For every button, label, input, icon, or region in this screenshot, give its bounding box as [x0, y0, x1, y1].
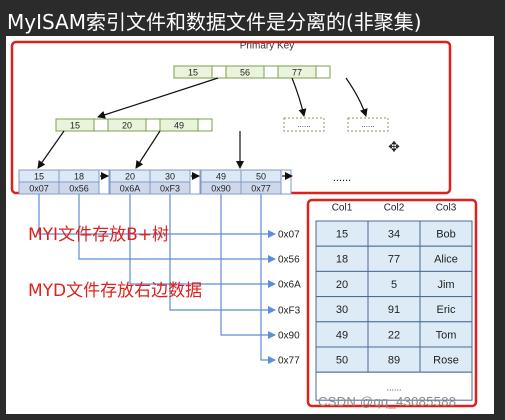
root-to-child3-arrow: [345, 77, 368, 117]
table-cell-value: 77: [388, 254, 400, 266]
placeholder-label: ......: [361, 120, 374, 129]
leaf-address-label: 0x6A: [120, 183, 141, 193]
table-header: Col1: [332, 203, 353, 214]
row-address-label: 0x6A: [278, 280, 301, 291]
table-cell-value: 89: [388, 355, 400, 367]
table-cell-value: 50: [336, 355, 348, 367]
leaf-address-label: 0x56: [69, 183, 89, 193]
leaf-key-label: 15: [34, 171, 44, 181]
table-ellipsis: ......: [386, 382, 401, 392]
row-address-label: 0x90: [278, 331, 300, 342]
myi-note: MYI文件存放B+树: [28, 225, 169, 245]
row-address-label: 0x77: [278, 356, 300, 367]
table-cell: [367, 296, 421, 323]
cursor-icon: ✥: [388, 139, 400, 155]
table-header: Col3: [436, 203, 457, 214]
table-cell-value: Rose: [433, 355, 459, 367]
table-cell-value: Eric: [437, 304, 456, 316]
address-pointer-line: [220, 194, 276, 339]
row-address-label: 0xF3: [278, 306, 301, 317]
address-pointer-line: [260, 194, 276, 364]
table-cell-value: 5: [391, 279, 397, 291]
leaf-address-label: 0x90: [211, 183, 231, 193]
root-key-label: 56: [240, 67, 250, 77]
table-cell-value: 15: [336, 229, 348, 241]
table-cell: [315, 346, 369, 373]
leaf-key-label: 30: [165, 171, 175, 181]
row-address-label: 0x56: [278, 255, 300, 266]
root-pointer-cell: [211, 65, 227, 79]
address-pointer-line: [169, 194, 276, 314]
table-ellipsis-row: [315, 371, 473, 401]
address-pointer-line: [129, 194, 276, 288]
root-pointer-cell: [315, 65, 331, 79]
root-to-level2-arrow: [97, 77, 219, 119]
leaf-ellipsis: ......: [333, 172, 351, 184]
level2-key-label: 20: [122, 120, 132, 130]
row-address-label: 0x07: [278, 230, 300, 241]
table-cell-value: Alice: [434, 254, 458, 266]
data-table-highlight-frame: [306, 198, 478, 408]
table-cell-value: 30: [336, 304, 348, 316]
table-cell: [419, 321, 473, 348]
table-cell-value: 49: [336, 329, 348, 341]
root-pointer-cell: [263, 65, 279, 79]
level2-to-leaf2-arrow: [135, 130, 161, 169]
leaf-next-pointer-cell: [98, 169, 110, 195]
table-cell: [367, 346, 421, 373]
leaf-address-label: 0x07: [29, 183, 49, 193]
myd-note: MYD文件存放右边数据: [28, 281, 203, 301]
table-header: Col2: [384, 203, 405, 214]
table-cell-value: 18: [336, 254, 348, 266]
table-cell-value: 20: [336, 279, 348, 291]
leaf-key-label: 20: [125, 171, 135, 181]
table-cell-value: Jim: [437, 279, 454, 291]
table-cell: [315, 321, 369, 348]
root-to-child2-arrow: [291, 77, 307, 117]
slide-title: MyISAM索引文件和数据文件是分离的(非聚集): [7, 10, 422, 34]
table-cell-value: Tom: [436, 329, 457, 341]
leaf-next-pointer-cell: [189, 169, 201, 195]
placeholder-node: [347, 117, 389, 132]
table-cell-value: 91: [388, 304, 400, 316]
level2-pointer-cell: [93, 118, 109, 132]
level2-pointer-cell: [145, 118, 161, 132]
leaf-key-label: 49: [216, 171, 226, 181]
placeholder-node: [283, 117, 325, 132]
leaf-key-label: 50: [256, 171, 266, 181]
level2-to-leaf1-arrow: [37, 130, 65, 169]
root-key-label: 77: [292, 67, 302, 77]
table-cell-value: Bob: [436, 229, 456, 241]
level2-pointer-cell: [197, 118, 213, 132]
table-cell: [419, 245, 473, 272]
root-key-label: 15: [188, 67, 198, 77]
level2-key-label: 15: [70, 120, 80, 130]
watermark: CSDN @qq_43085588: [318, 394, 457, 409]
table-cell-value: 34: [388, 229, 400, 241]
leaf-address-label: 0xF3: [160, 183, 180, 193]
address-pointer-line: [38, 194, 276, 238]
level2-key-label: 49: [174, 120, 184, 130]
primary-key-label: Primary Key: [240, 41, 294, 52]
leaf-address-label: 0x77: [251, 183, 271, 193]
table-cell-value: 22: [388, 329, 400, 341]
placeholder-label: ......: [297, 120, 310, 129]
table-cell: [367, 220, 421, 247]
leaf-key-label: 18: [74, 171, 84, 181]
leaf-next-pointer-cell: [280, 169, 292, 195]
address-pointer-line: [78, 194, 276, 263]
